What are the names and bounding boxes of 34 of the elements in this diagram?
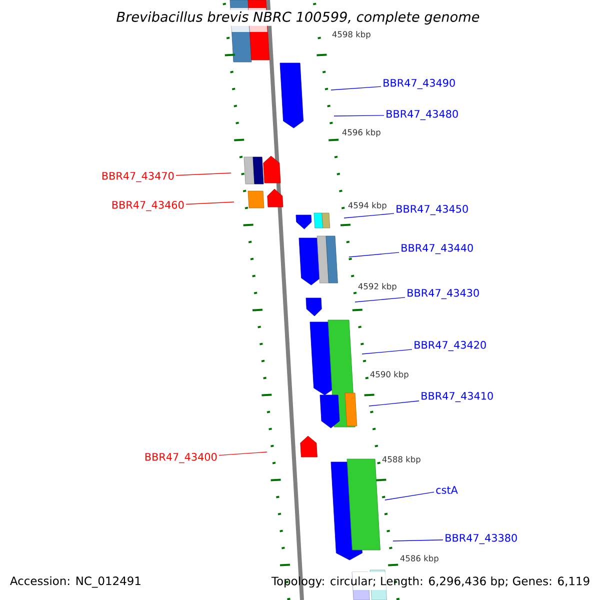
scale-label: 4586 kbp bbox=[399, 554, 440, 564]
scale-label: 4598 kbp bbox=[331, 30, 372, 40]
leader-line bbox=[354, 297, 406, 302]
gene-label: BBR47_43400 bbox=[145, 452, 217, 464]
leader-line bbox=[384, 492, 434, 500]
scale-label: 4592 kbp bbox=[357, 282, 398, 292]
scale-label: 4590 kbp bbox=[369, 370, 410, 380]
gene-label: BBR47_43380 bbox=[446, 534, 517, 544]
gene-label: cstA bbox=[436, 486, 458, 494]
gene-label: BBR47_43410 bbox=[422, 392, 493, 402]
leader-line bbox=[348, 252, 400, 258]
gene-label: BBR47_43480 bbox=[386, 110, 458, 120]
gene-label: BBR47_43490 bbox=[384, 78, 455, 90]
leader-line bbox=[176, 172, 232, 176]
leader-line bbox=[334, 115, 384, 116]
leader-line bbox=[330, 86, 382, 90]
gene-label: BBR47_43470 bbox=[102, 172, 174, 182]
title: Brevibacillus brevis NBRC 100599, complete genome bbox=[114, 10, 482, 26]
gene-label: BBR47_43420 bbox=[414, 340, 486, 352]
scale-label: 4588 kbp bbox=[381, 455, 422, 465]
gene-label: BBR47_43450 bbox=[396, 204, 468, 216]
scale-label: 4594 kbp bbox=[347, 201, 388, 211]
leader-line bbox=[218, 452, 268, 456]
leader-line bbox=[344, 213, 394, 218]
leader-line bbox=[186, 202, 234, 205]
leader-line bbox=[362, 349, 412, 354]
leader-line bbox=[368, 400, 420, 406]
leader-line bbox=[392, 540, 444, 542]
info-text: Accession: NC_012491 bbox=[10, 576, 140, 588]
scale-label: 4596 kbp bbox=[341, 128, 382, 138]
gene-label: BBR47_43460 bbox=[112, 200, 184, 212]
info-text: Topology: circular; Length: 6,296,436 bp; Genes: 6,119 bbox=[271, 576, 590, 588]
gene-label: BBR47_43430 bbox=[408, 288, 479, 300]
gene-label: BBR47_43440 bbox=[402, 244, 473, 254]
